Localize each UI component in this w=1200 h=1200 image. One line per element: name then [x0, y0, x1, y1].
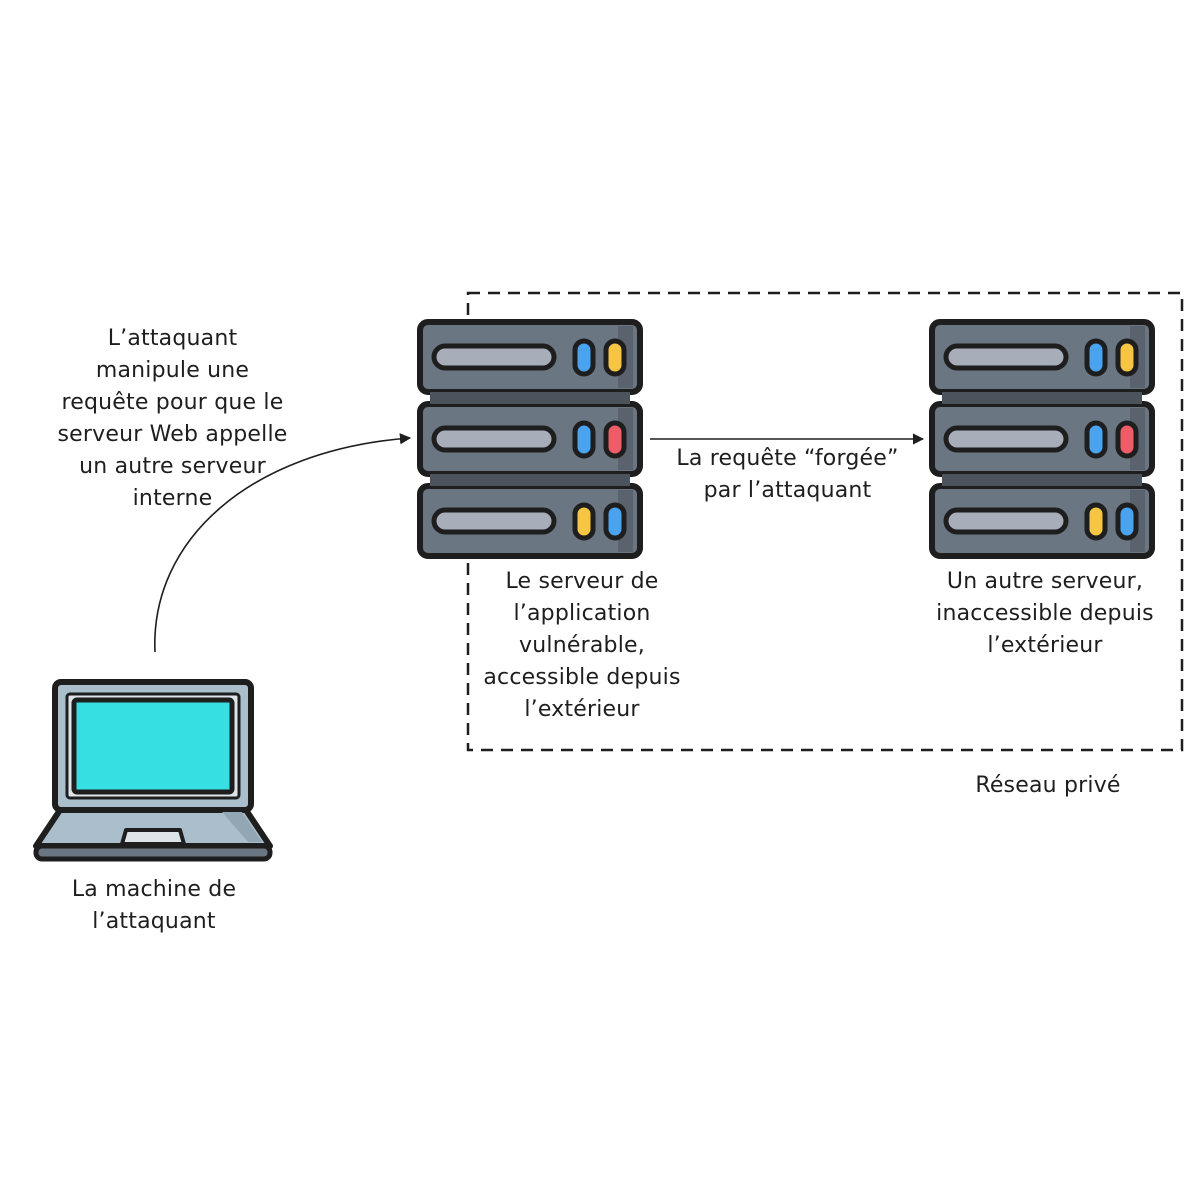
server-unit-middle	[929, 401, 1155, 477]
private-network-label: Réseau privé	[975, 773, 1121, 798]
private-network-boundary	[466, 291, 1184, 752]
server-unit-bottom	[929, 483, 1155, 559]
server-unit-top	[929, 319, 1155, 395]
server-rack-icon	[929, 319, 1155, 559]
server-unit-top	[417, 319, 643, 395]
forged-request-label: La requête “forgée” par l’attaquant	[676, 446, 899, 503]
attacker-request-arrow	[154, 433, 412, 653]
server-unit-bottom	[417, 483, 643, 559]
server-rack-icon	[417, 319, 643, 559]
attacker-machine-label: La machine de l’attaquant	[71, 877, 237, 934]
laptop-icon	[33, 679, 273, 862]
server-unit-middle	[417, 401, 643, 477]
internal-server-label: Un autre serveur, inaccessible depuis l’…	[936, 569, 1154, 658]
attacker-action-description: L’attaquant manipule une requête pour qu…	[57, 326, 288, 511]
vulnerable-server-label: Le serveur de l’application vulnérable, …	[483, 569, 681, 722]
